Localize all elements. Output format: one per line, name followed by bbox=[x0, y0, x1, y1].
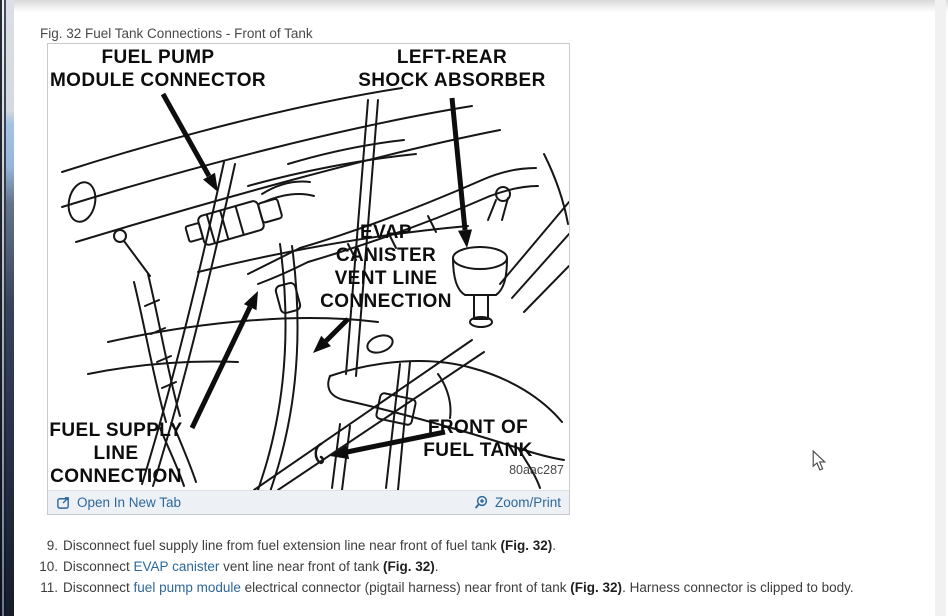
step-text-segment: electrical connector (pigtail harness) n… bbox=[240, 580, 571, 595]
left-window-edge bbox=[0, 0, 14, 616]
step-text-segment: Disconnect bbox=[63, 580, 134, 595]
label-front-of-tank-2: FUEL TANK bbox=[423, 440, 533, 461]
left-edge-stripe bbox=[2, 0, 4, 616]
label-front-of-tank-1: FRONT OF bbox=[428, 417, 528, 438]
label-left-rear-1: LEFT-REAR bbox=[397, 47, 507, 68]
step-text-segment: vent line near front of tank bbox=[219, 559, 383, 574]
step-text: Disconnect fuel pump module electrical c… bbox=[63, 580, 854, 596]
open-in-new-tab-icon bbox=[57, 497, 69, 509]
label-evap-1: EVAP bbox=[360, 222, 412, 243]
step-number: 11. bbox=[40, 580, 58, 595]
label-fuel-supply-1: FUEL SUPPLY bbox=[49, 420, 182, 441]
step-text-segment: Disconnect bbox=[63, 559, 134, 574]
step-text: Disconnect fuel supply line from fuel ex… bbox=[63, 538, 556, 554]
step-text-segment: . bbox=[552, 538, 557, 553]
label-left-rear-2: SHOCK ABSORBER bbox=[358, 70, 546, 91]
mouse-cursor-icon bbox=[812, 450, 827, 471]
fuel-tank-diagram: FUEL PUMP MODULE CONNECTOR LEFT-REAR SHO… bbox=[49, 47, 569, 490]
fuel-pump-module-link[interactable]: fuel pump module bbox=[133, 580, 241, 595]
zoom-in-icon bbox=[474, 495, 488, 509]
figure-toolbar: Open In New Tab Zoom/Print bbox=[48, 490, 569, 514]
step-text-segment: . Harness connector is clipped to body. bbox=[622, 580, 854, 595]
label-evap-3: VENT LINE bbox=[335, 268, 438, 289]
step-number: 10. bbox=[39, 559, 58, 574]
step-text-segment: Disconnect fuel supply line from fuel ex… bbox=[63, 538, 501, 553]
label-fuel-pump-2: MODULE CONNECTOR bbox=[50, 70, 266, 91]
figure-ref-code: 80aac287 bbox=[509, 463, 564, 477]
figure-caption: Fig. 32 Fuel Tank Connections - Front of… bbox=[40, 26, 313, 41]
scrollbar-track[interactable] bbox=[935, 0, 946, 616]
fig-reference: (Fig. 32) bbox=[570, 580, 623, 595]
label-evap-2: CANISTER bbox=[336, 245, 436, 266]
open-in-new-tab-link[interactable]: Open In New Tab bbox=[56, 495, 181, 510]
zoom-print-link[interactable]: Zoom/Print bbox=[474, 495, 561, 510]
left-edge-stripe bbox=[0, 0, 2, 616]
label-fuel-pump-1: FUEL PUMP bbox=[101, 47, 214, 68]
open-in-new-tab-label: Open In New Tab bbox=[77, 495, 182, 510]
label-evap-4: CONNECTION bbox=[320, 291, 452, 312]
diagram-line-art bbox=[61, 87, 569, 490]
step-10: 10. Disconnect EVAP canister vent line n… bbox=[38, 559, 918, 575]
left-edge-stripe bbox=[4, 0, 6, 616]
diagram-labels: FUEL PUMP MODULE CONNECTOR LEFT-REAR SHO… bbox=[49, 47, 564, 487]
procedure-steps: 9. Disconnect fuel supply line from fuel… bbox=[38, 538, 918, 596]
figure-container: FUEL PUMP MODULE CONNECTOR LEFT-REAR SHO… bbox=[47, 43, 570, 515]
label-fuel-supply-2: LINE bbox=[94, 443, 139, 464]
step-text-segment: . bbox=[434, 559, 439, 574]
evap-canister-link[interactable]: EVAP canister bbox=[133, 559, 220, 574]
step-9: 9. Disconnect fuel supply line from fuel… bbox=[38, 538, 918, 554]
step-11: 11. Disconnect fuel pump module electric… bbox=[38, 580, 918, 596]
diagram-arrow-heads bbox=[203, 172, 472, 460]
top-gradient-bar bbox=[14, 0, 948, 12]
step-text: Disconnect EVAP canister vent line near … bbox=[63, 559, 438, 575]
label-fuel-supply-3: CONNECTION bbox=[50, 466, 182, 487]
zoom-print-label: Zoom/Print bbox=[494, 495, 561, 510]
step-number: 9. bbox=[46, 538, 58, 553]
diagram-arrow-lines bbox=[160, 92, 468, 455]
fig-reference: (Fig. 32) bbox=[500, 538, 553, 553]
fig-reference: (Fig. 32) bbox=[382, 559, 435, 574]
